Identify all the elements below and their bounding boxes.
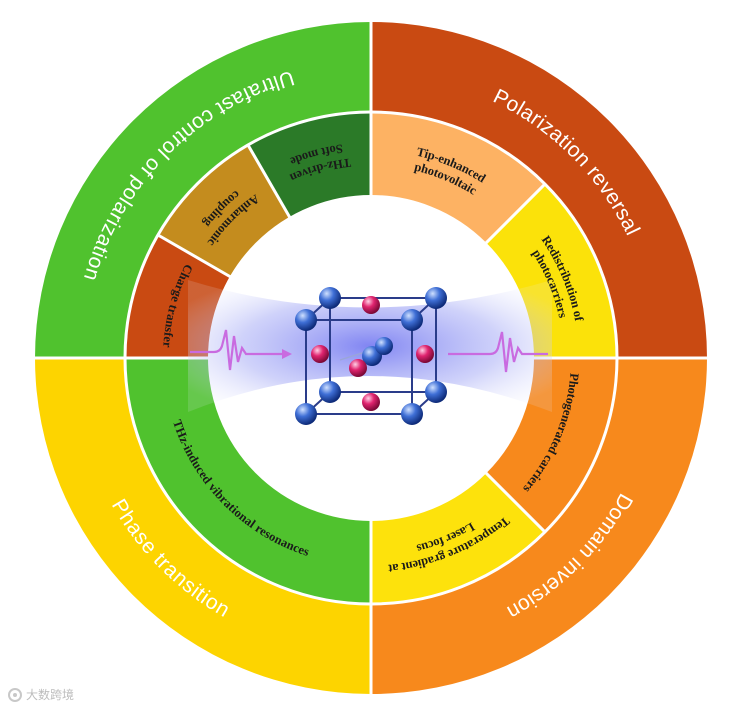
inner-sector-photogenerated	[485, 358, 617, 532]
atom-pink	[311, 345, 329, 363]
inner-sector-redistribution	[485, 184, 617, 358]
sector-divider	[484, 471, 547, 534]
atom-pink	[349, 359, 367, 377]
atom-pink	[362, 296, 380, 314]
incoming-thz-pulse	[190, 329, 286, 371]
ring-boundary	[123, 110, 619, 606]
watermark: 大数跨境	[8, 686, 74, 703]
atom-blue	[295, 403, 317, 425]
atom-blue	[401, 403, 423, 425]
ring-dividers	[35, 22, 707, 694]
inner-sector-anharmonic	[157, 144, 290, 277]
inner-sector-temperature-gradient	[371, 472, 545, 604]
inner-sector-tip-enhanced	[371, 112, 545, 244]
atom-pink	[416, 345, 434, 363]
atom-blue	[319, 381, 341, 403]
atom-blue	[425, 381, 447, 403]
thz-beam	[188, 280, 552, 412]
outer-sector-phase-transition	[35, 358, 371, 694]
sector-divider	[484, 182, 547, 245]
outer-sector-polarization-reversal	[371, 22, 707, 358]
outgoing-thz-pulse	[448, 331, 548, 373]
atom-blue	[375, 337, 393, 355]
atom-blue	[425, 287, 447, 309]
watermark-text: 大数跨境	[26, 688, 75, 702]
outer-sector-ultrafast-control	[35, 22, 371, 358]
inner-ring	[125, 112, 617, 604]
outer-ring	[35, 22, 707, 694]
sector-divider	[246, 144, 292, 219]
atom-blue	[295, 309, 317, 331]
outer-sector-domain-inversion	[371, 358, 707, 694]
watermark-logo-icon	[8, 687, 22, 702]
inner-sector-thz-vibrational	[125, 358, 371, 604]
atom-pink	[362, 393, 380, 411]
center-illustration	[188, 280, 552, 425]
atom-blue	[319, 287, 341, 309]
sector-divider	[157, 233, 232, 279]
pulse-arrow-icon	[282, 349, 292, 359]
atom-blue	[401, 309, 423, 331]
lattice-atoms	[295, 287, 447, 425]
inner-sector-thz-soft-mode	[248, 112, 371, 218]
